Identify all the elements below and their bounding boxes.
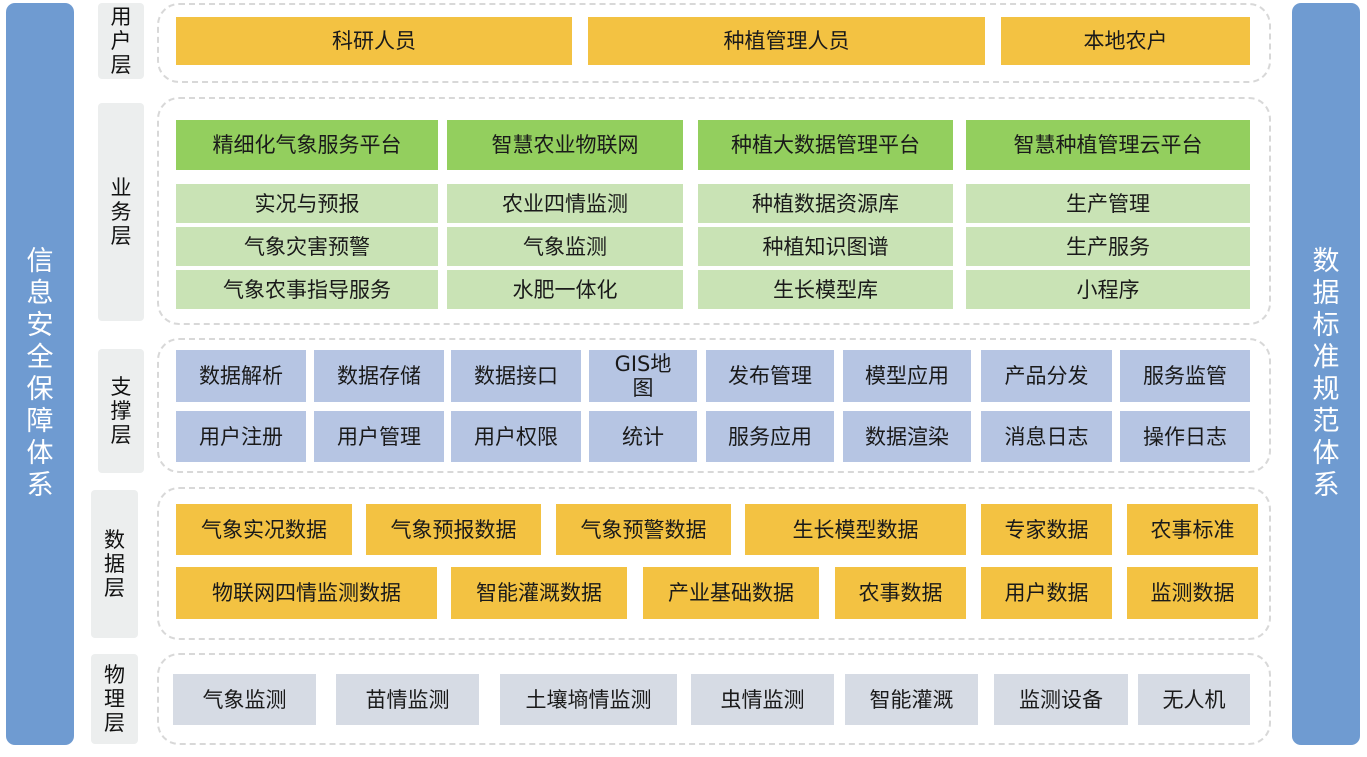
support-item: 用户注册 <box>176 411 306 462</box>
data-item: 生长模型数据 <box>745 504 966 555</box>
support-item: 产品分发 <box>981 350 1112 402</box>
support-item: 服务应用 <box>706 411 834 462</box>
physical-item: 土壤墒情监测 <box>500 674 677 725</box>
data-item: 气象实况数据 <box>176 504 352 555</box>
business-platform: 种植大数据管理平台 <box>698 120 953 170</box>
business-platform: 智慧种植管理云平台 <box>966 120 1250 170</box>
data-item: 智能灌溉数据 <box>451 567 627 619</box>
support-item: 发布管理 <box>706 350 834 402</box>
business-item: 气象监测 <box>447 227 683 266</box>
layer-box-business <box>157 97 1271 325</box>
support-item: 数据接口 <box>451 350 581 402</box>
business-item: 生产管理 <box>966 184 1250 223</box>
user-item: 种植管理人员 <box>588 17 985 65</box>
business-item: 水肥一体化 <box>447 270 683 309</box>
support-item: 统计 <box>589 411 697 462</box>
business-item: 种植知识图谱 <box>698 227 953 266</box>
physical-item: 苗情监测 <box>336 674 479 725</box>
layer-label-physical: 物理层 <box>91 654 138 744</box>
business-platform: 智慧农业物联网 <box>447 120 683 170</box>
support-item: 数据存储 <box>314 350 444 402</box>
user-item: 本地农户 <box>1001 17 1250 65</box>
physical-item: 监测设备 <box>994 674 1128 725</box>
layer-label-support: 支撑层 <box>98 349 144 473</box>
data-item: 监测数据 <box>1127 567 1258 619</box>
business-item: 实况与预报 <box>176 184 438 223</box>
data-item: 用户数据 <box>981 567 1112 619</box>
data-item: 气象预报数据 <box>366 504 541 555</box>
business-item: 生产服务 <box>966 227 1250 266</box>
data-item: 物联网四情监测数据 <box>176 567 437 619</box>
support-item: 模型应用 <box>843 350 971 402</box>
support-item: 用户权限 <box>451 411 581 462</box>
support-item: 数据解析 <box>176 350 306 402</box>
layer-label-data: 数据层 <box>91 490 138 638</box>
layer-box-support <box>157 338 1271 473</box>
layer-label-user: 用户层 <box>98 3 144 79</box>
data-item: 专家数据 <box>981 504 1112 555</box>
physical-item: 无人机 <box>1138 674 1250 725</box>
business-item: 小程序 <box>966 270 1250 309</box>
layer-box-user <box>157 3 1271 83</box>
physical-item: 虫情监测 <box>691 674 834 725</box>
user-item: 科研人员 <box>176 17 572 65</box>
support-item: 服务监管 <box>1120 350 1250 402</box>
support-item: 消息日志 <box>981 411 1112 462</box>
business-item: 气象农事指导服务 <box>176 270 438 309</box>
layer-label-business: 业务层 <box>98 103 144 321</box>
layer-box-physical <box>157 653 1271 745</box>
data-item: 产业基础数据 <box>643 567 819 619</box>
physical-item: 智能灌溉 <box>845 674 978 725</box>
data-item: 农事标准 <box>1127 504 1258 555</box>
left-bar-info-security: 信息安全保障体系 <box>6 3 74 745</box>
support-item: 数据渲染 <box>843 411 971 462</box>
layer-box-data <box>157 487 1271 640</box>
support-item: GIS地图 <box>589 350 697 402</box>
physical-item: 气象监测 <box>173 674 316 725</box>
right-bar-data-standards: 数据标准规范体系 <box>1292 3 1360 745</box>
support-item: 用户管理 <box>314 411 444 462</box>
data-item: 气象预警数据 <box>556 504 731 555</box>
business-item: 生长模型库 <box>698 270 953 309</box>
support-item: 操作日志 <box>1120 411 1250 462</box>
business-item: 气象灾害预警 <box>176 227 438 266</box>
business-item: 农业四情监测 <box>447 184 683 223</box>
data-item: 农事数据 <box>835 567 966 619</box>
business-platform: 精细化气象服务平台 <box>176 120 438 170</box>
business-item: 种植数据资源库 <box>698 184 953 223</box>
